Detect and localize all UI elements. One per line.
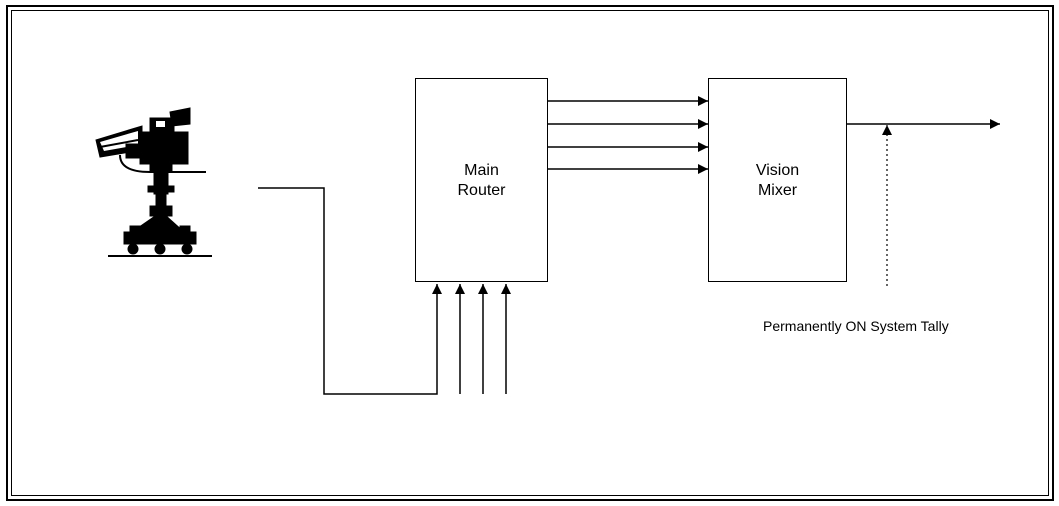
tally-caption: Permanently ON System Tally xyxy=(763,318,949,334)
main-router-label: Main Router xyxy=(415,161,548,201)
vision-mixer-label: Vision Mixer xyxy=(708,161,847,201)
studio-camera-on-pedestal-icon xyxy=(96,108,212,256)
camera-to-router-line xyxy=(258,188,437,394)
